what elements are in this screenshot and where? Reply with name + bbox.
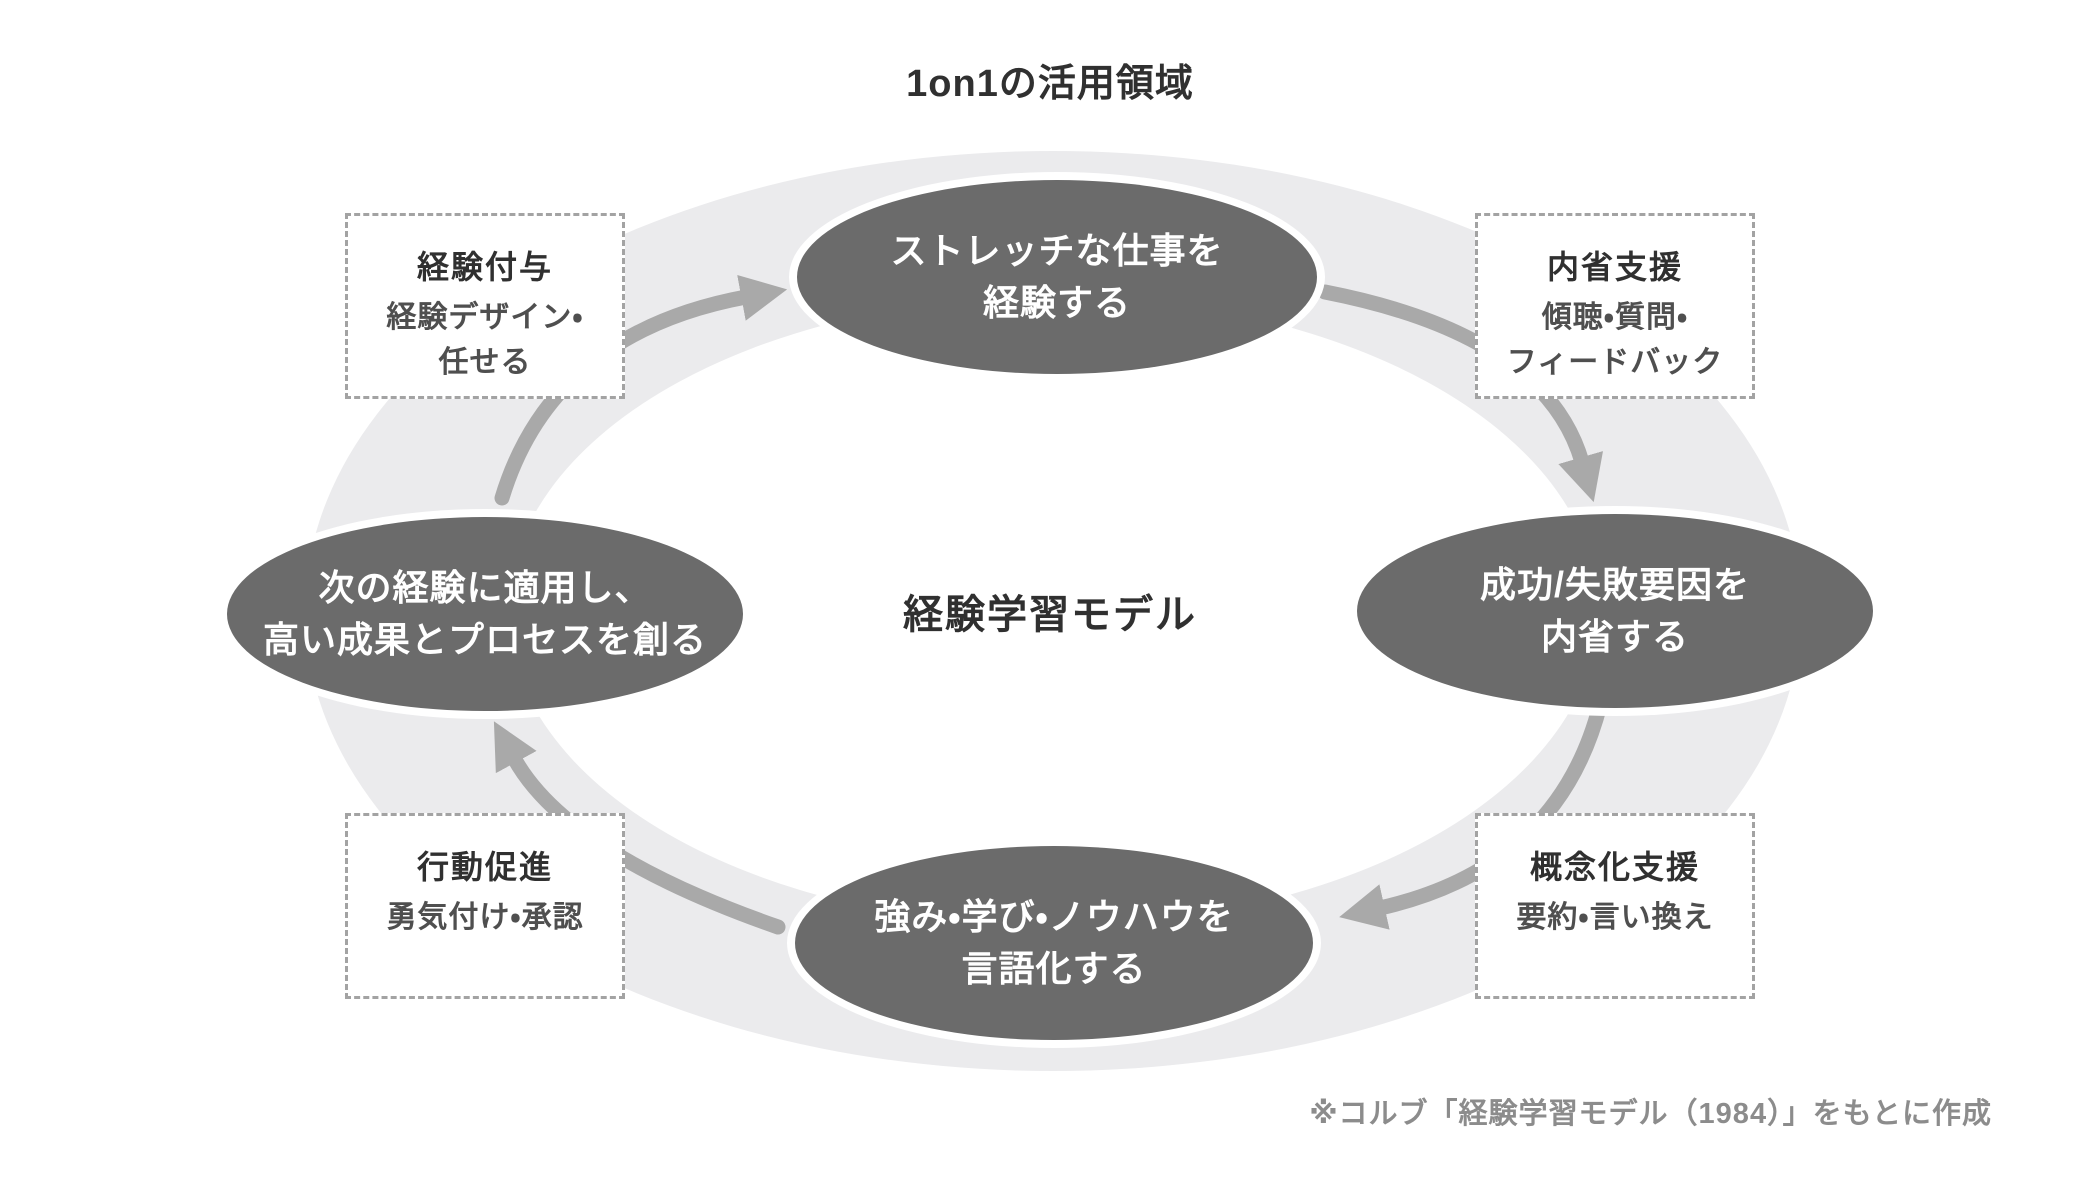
support-box-desc: 勇気付け・承認	[386, 896, 583, 940]
cycle-node-label-line: 言語化する	[961, 948, 1147, 989]
source-footnote: ※コルブ「経験学習モデル（1984）」をもとに作成	[1309, 1098, 1992, 1130]
support-box-desc-line: 傾聴・質問・	[1541, 301, 1689, 335]
support-box-title: 内省支援	[1546, 249, 1683, 285]
support-box-desc: 傾聴・質問・ フィードバック	[1507, 296, 1723, 385]
cycle-node-label-line: 成功/失敗要因を	[1479, 563, 1750, 605]
support-box-title: 経験付与	[416, 249, 553, 285]
cycle-node-label-line: 内省する	[1540, 616, 1689, 657]
cycle-node-apply: 次の経験に適用し、 高い成果とプロセスを創る	[227, 517, 743, 711]
support-box-desc-line: 任せる	[438, 345, 532, 379]
center-model-label: 経験学習モデル	[903, 593, 1197, 637]
support-box-desc-line: フィードバック	[1506, 345, 1724, 379]
cycle-node-label-line: 強み・学び・ノウハウを	[874, 895, 1234, 937]
cycle-node-label-line: ストレッチな仕事を	[890, 229, 1224, 271]
support-box-experience-giving: 経験付与 経験デザイン・ 任せる	[345, 213, 625, 399]
support-box-reflection-support: 内省支援 傾聴・質問・ フィードバック	[1475, 213, 1755, 399]
cycle-node-experience: ストレッチな仕事を 経験する	[797, 180, 1317, 374]
support-box-desc: 経験デザイン・ 任せる	[386, 296, 583, 385]
page-title: 1on1の活用領域	[906, 63, 1194, 105]
cycle-node-reflect: 成功/失敗要因を 内省する	[1357, 514, 1873, 708]
cycle-ring	[305, 151, 1801, 1071]
cycle-node-label-line: 経験する	[982, 282, 1131, 323]
cycle-node-label-line: 高い成果とプロセスを創る	[262, 619, 707, 660]
support-box-desc: 要約・言い換え	[1516, 896, 1713, 940]
support-box-desc-line: 要約・言い換え	[1516, 901, 1714, 935]
cycle-node-verbalize: 強み・学び・ノウハウを 言語化する	[795, 846, 1313, 1040]
support-box-desc-line: 経験デザイン・	[386, 301, 584, 335]
cycle-node-label-line: 次の経験に適用し、	[318, 566, 652, 608]
support-box-title: 概念化支援	[1529, 849, 1700, 885]
support-box-title: 行動促進	[416, 849, 553, 885]
support-box-desc-line: 勇気付け・承認	[386, 901, 584, 935]
support-box-action-promotion: 行動促進 勇気付け・承認	[345, 813, 625, 999]
support-box-conceptualization-support: 概念化支援 要約・言い換え	[1475, 813, 1755, 999]
